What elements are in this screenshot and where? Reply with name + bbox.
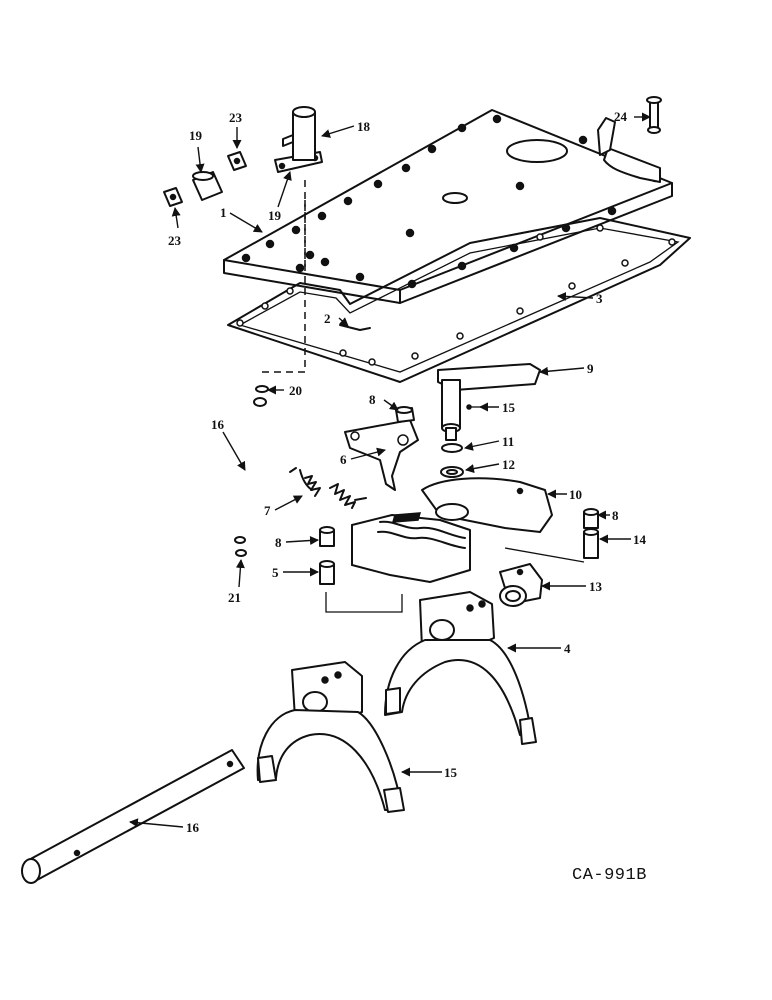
callout-3: 3 bbox=[596, 291, 603, 306]
drawing-reference-code: CA-991B bbox=[572, 866, 647, 885]
gate-plate bbox=[421, 477, 553, 533]
shifter-block bbox=[499, 563, 543, 607]
leader-arrows bbox=[129, 112, 651, 828]
cover-plate bbox=[223, 109, 673, 304]
callout-17: 15 bbox=[502, 400, 516, 415]
callout-19-bottom: 21 bbox=[228, 590, 241, 605]
callout-24: 24 bbox=[614, 109, 628, 124]
callout-5: 5 bbox=[272, 565, 279, 580]
callout-11: 11 bbox=[502, 434, 514, 449]
callout-1: 1 bbox=[220, 205, 227, 220]
callout-22: 19 bbox=[189, 128, 203, 143]
callout-2: 2 bbox=[324, 311, 331, 326]
callout-16: 16 bbox=[186, 820, 200, 835]
interlock-plate bbox=[344, 406, 419, 491]
springs bbox=[289, 467, 367, 509]
interlock-block bbox=[351, 512, 471, 583]
leader-bracket-right bbox=[504, 547, 585, 563]
corner-bracket bbox=[597, 96, 662, 183]
callout-23-bottom: 23 bbox=[168, 233, 182, 248]
sleeve-and-nuts bbox=[163, 151, 247, 207]
callout-21: 19 bbox=[268, 208, 282, 223]
breather-tube bbox=[274, 106, 323, 173]
callout-8-left: 8 bbox=[275, 535, 282, 550]
callout-12: 12 bbox=[502, 457, 515, 472]
callout-8-top: 8 bbox=[369, 392, 376, 407]
shift-fork-front bbox=[256, 661, 405, 813]
callout-4: 4 bbox=[564, 641, 571, 656]
callout-15: 15 bbox=[444, 765, 458, 780]
shift-lever bbox=[437, 363, 541, 478]
callout-labels: 18 19 23 23 1 19 24 3 2 9 8 15 11 12 6 7… bbox=[168, 109, 647, 835]
pins-right bbox=[583, 508, 599, 559]
pins-left bbox=[319, 526, 335, 585]
callout-18: 16 bbox=[211, 417, 225, 432]
leader-bracket-left bbox=[325, 592, 403, 613]
callout-10: 10 bbox=[569, 487, 582, 502]
alignment-line-tube bbox=[262, 180, 306, 373]
shift-fork-rear bbox=[384, 591, 537, 745]
callout-14: 14 bbox=[633, 532, 647, 547]
gasket bbox=[227, 217, 691, 383]
callout-9: 9 bbox=[587, 361, 594, 376]
clip bbox=[339, 324, 371, 331]
callout-19-top: 20 bbox=[289, 383, 302, 398]
callout-7: 7 bbox=[264, 503, 271, 518]
callout-6: 6 bbox=[340, 452, 347, 467]
shift-rail bbox=[21, 749, 245, 884]
oil-pipe bbox=[234, 385, 269, 557]
callout-13: 13 bbox=[589, 579, 603, 594]
gasket-bolt-holes bbox=[236, 224, 676, 366]
callout-23-top: 23 bbox=[229, 110, 243, 125]
callout-20: 18 bbox=[357, 119, 371, 134]
callout-8-right: 8 bbox=[612, 508, 619, 523]
